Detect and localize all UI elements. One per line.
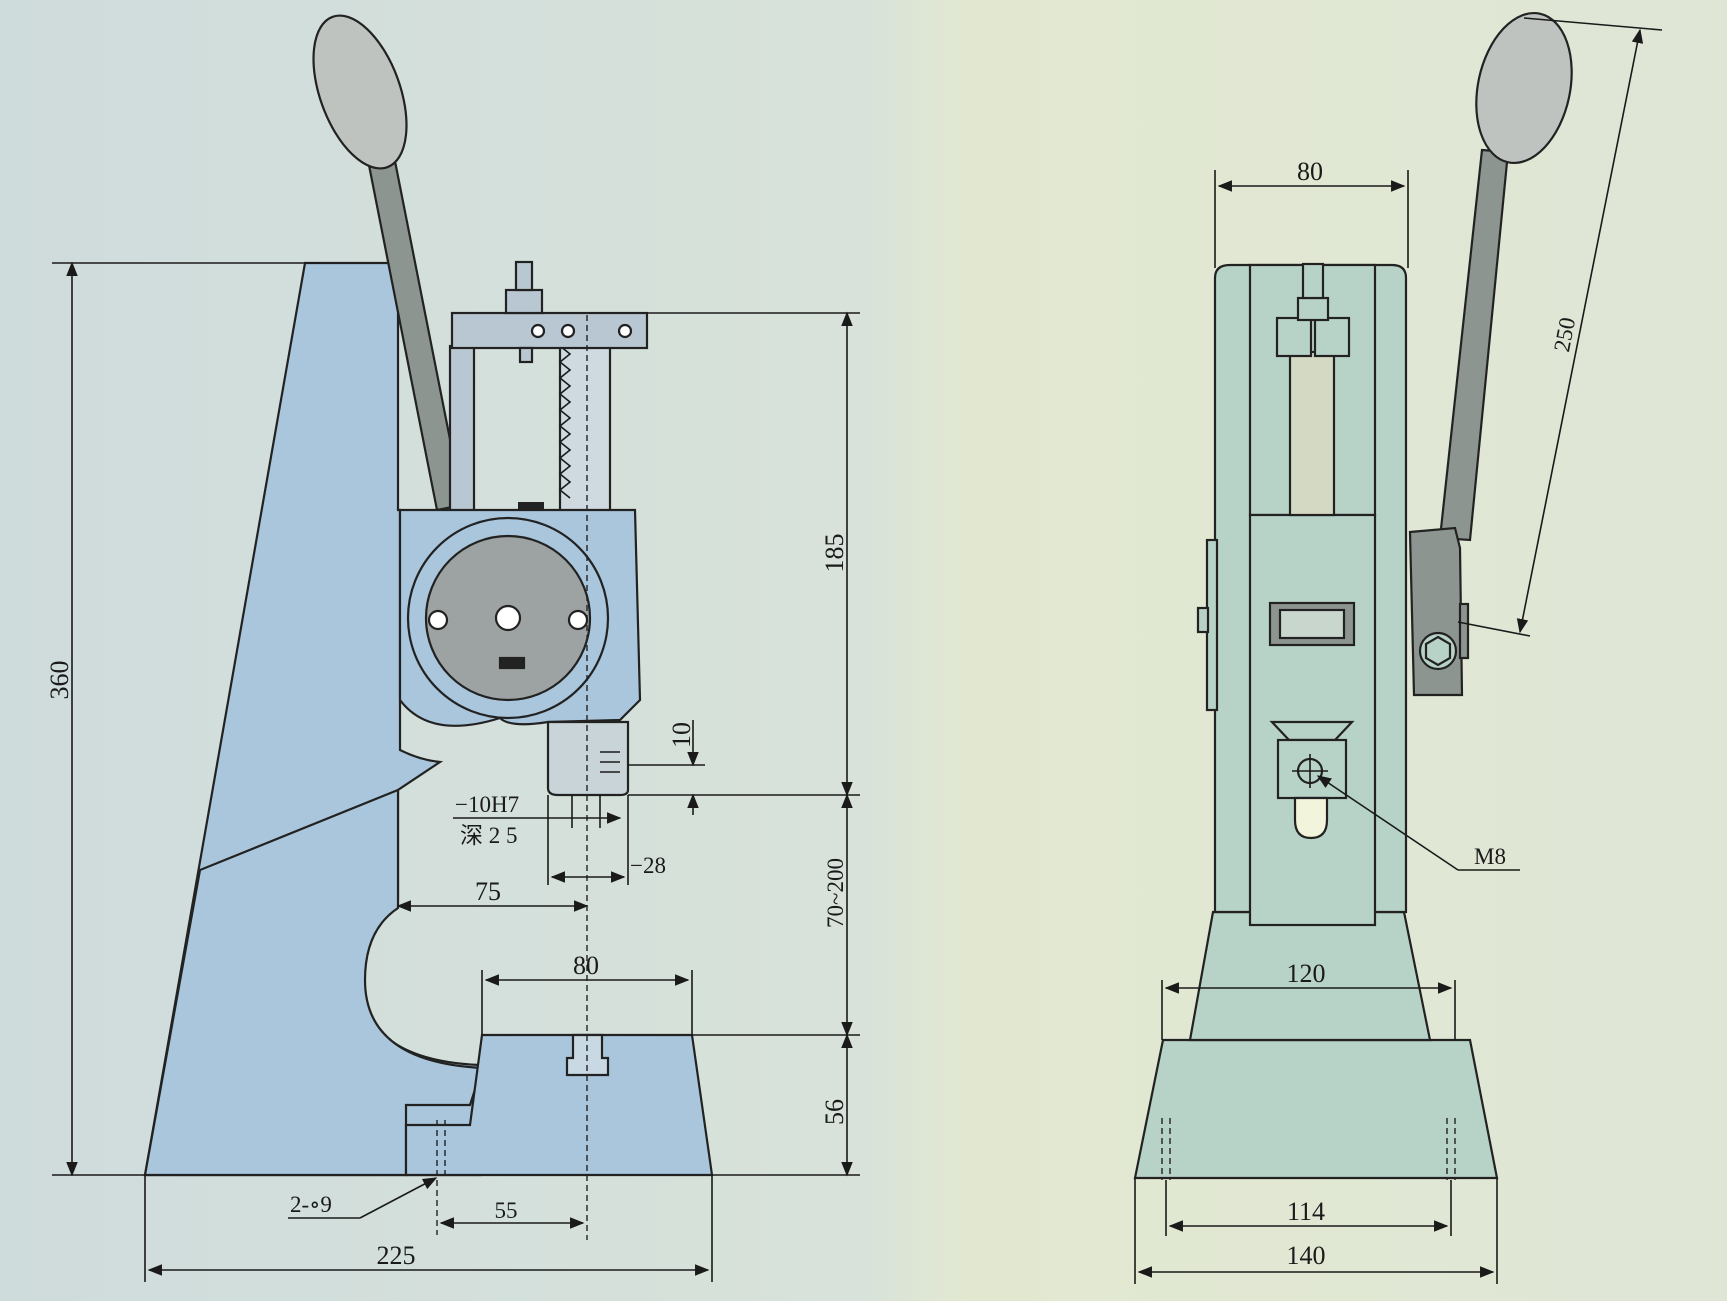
side-handle-knob (312, 14, 408, 170)
side-gear-screw (427, 609, 449, 631)
dim-text-185: 185 (820, 534, 849, 573)
dim-text-56: 56 (820, 1099, 849, 1125)
dim-text-80-front: 80 (1297, 157, 1323, 186)
dim-line-250 (1516, 28, 1644, 634)
front-handle-lever (1438, 148, 1510, 542)
dim-text-140: 140 (1287, 1241, 1326, 1270)
dim-text-75: 75 (475, 877, 501, 906)
ext-line (1457, 621, 1531, 637)
dim-text-55: 55 (495, 1198, 518, 1223)
front-nut-left (1275, 316, 1313, 358)
side-rack-teeth (558, 329, 572, 499)
dim-text-360: 360 (45, 661, 74, 700)
dim-text-114: 114 (1287, 1197, 1325, 1226)
leader-line (359, 1177, 438, 1219)
side-gear-hub (494, 604, 522, 632)
front-nut-right (1313, 316, 1351, 358)
side-top-nut (504, 288, 544, 315)
front-view: 80 250 M8 120 114 140 (1133, 11, 1663, 1284)
dim-text-250: 250 (1549, 315, 1580, 354)
front-clamp-side (1458, 602, 1470, 660)
ext-line (1523, 17, 1663, 31)
side-view: 360 185 10 −10H7 深 2 5 −28 75 80 70~ (45, 14, 860, 1282)
side-gear-screw (567, 609, 589, 631)
front-rod (1288, 350, 1336, 517)
front-base (1133, 1038, 1499, 1180)
dim-text-holes: 2-∘9 (290, 1192, 332, 1217)
dim-text-70-200: 70~200 (823, 858, 848, 928)
front-ram-tip (1293, 796, 1329, 840)
front-clamp-hex (1424, 635, 1452, 667)
dim-text-80-side: 80 (573, 951, 599, 980)
ram-lines (600, 751, 620, 773)
dim-text-depth: 深 2 5 (460, 823, 518, 848)
side-bolt-stem (518, 346, 534, 364)
dim-text-10: 10 (667, 722, 696, 748)
front-top-nut (1296, 296, 1330, 322)
dim-text-120: 120 (1287, 959, 1326, 988)
crossbar-hole (560, 323, 576, 339)
side-ram (546, 720, 630, 797)
dim-text-28: −28 (630, 853, 666, 878)
front-top-bolt (1301, 262, 1325, 300)
side-top-bolt (514, 260, 534, 292)
leader-line (1316, 775, 1459, 871)
dim-text-m8: M8 (1474, 844, 1506, 869)
front-left-stub (1196, 606, 1210, 634)
front-window-inner (1278, 608, 1346, 640)
side-gear-key (498, 656, 526, 670)
dim-text-bore: −10H7 (455, 792, 519, 817)
crossbar-hole (617, 323, 633, 339)
front-handle-knob (1475, 11, 1573, 165)
front-ram-block (1248, 513, 1377, 927)
side-guide-post (448, 344, 476, 513)
side-housing-lug (518, 502, 544, 510)
crossbar-hole (530, 323, 546, 339)
side-crossbar (450, 311, 649, 350)
dim-text-225: 225 (377, 1241, 416, 1270)
